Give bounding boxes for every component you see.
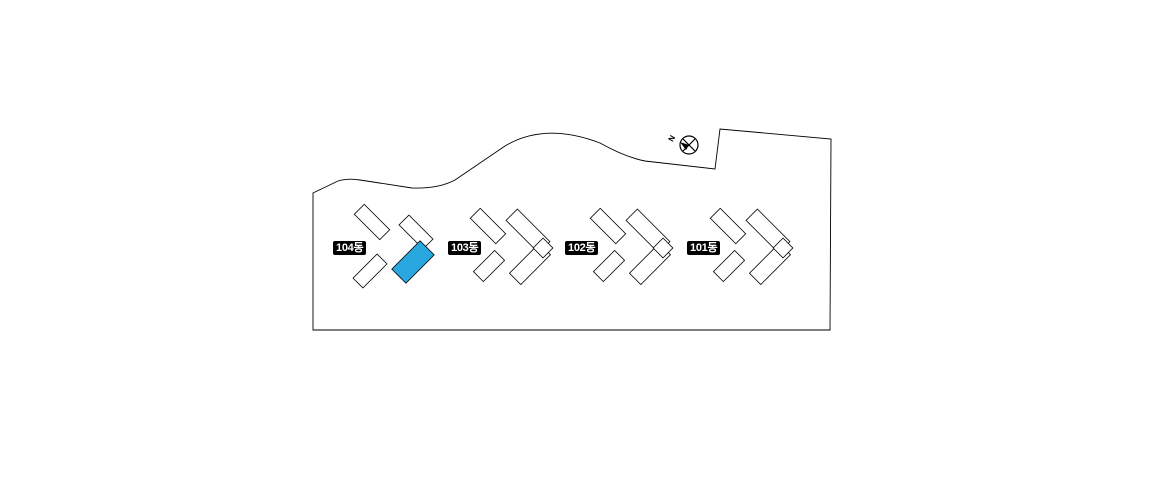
building-label-101[interactable]: 101동 xyxy=(687,241,721,255)
building-104[interactable] xyxy=(352,203,435,289)
building-label-103[interactable]: 103동 xyxy=(448,241,482,255)
building-label-104[interactable]: 104동 xyxy=(333,241,367,255)
site-boundary xyxy=(312,128,832,331)
compass-icon xyxy=(679,135,699,155)
selected-unit xyxy=(391,240,435,284)
building-label-102[interactable]: 102동 xyxy=(565,241,599,255)
